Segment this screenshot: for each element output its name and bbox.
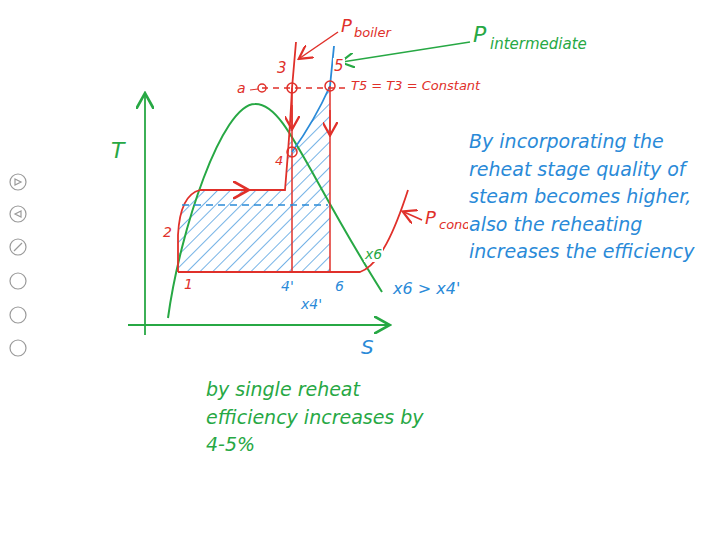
boiler-line xyxy=(178,42,296,272)
state-number: 3 xyxy=(276,60,288,77)
saturation-dome xyxy=(168,104,382,318)
state-number: 6 xyxy=(334,278,345,294)
state-number: 4 xyxy=(274,154,284,169)
s-axis xyxy=(128,324,388,326)
leader-arrow xyxy=(250,89,258,90)
dashed-line xyxy=(262,87,346,88)
expansion-line xyxy=(329,86,331,272)
axis-label: S xyxy=(360,336,375,359)
cycle-area xyxy=(178,86,330,272)
dashed-line xyxy=(182,204,328,205)
state-number: 4' xyxy=(280,278,295,294)
toolbar xyxy=(10,174,26,356)
leader-arrow xyxy=(404,212,422,220)
state-number: 5 xyxy=(333,58,345,75)
leader-arrow xyxy=(300,32,338,58)
state-points xyxy=(258,81,335,157)
pressure-label: intermediate xyxy=(489,36,588,53)
pressure-label: boiler xyxy=(353,26,392,41)
note: By incorporating the reheat stage qualit… xyxy=(468,128,698,266)
state-number: 1 xyxy=(183,276,194,292)
note: by single reheat efficiency increases by… xyxy=(205,376,447,459)
quality-note: x6 > x4' xyxy=(392,280,461,298)
state-number: 2 xyxy=(162,224,173,240)
pressure-label: P xyxy=(424,208,437,229)
expansion-line xyxy=(291,88,293,272)
quality-label: x4' xyxy=(300,296,323,312)
axis-label: T xyxy=(110,138,125,163)
flow-arrow xyxy=(291,105,293,128)
pressure-label: P xyxy=(472,22,487,47)
state-number: a xyxy=(236,80,247,96)
flow-arrow xyxy=(225,189,247,191)
pressure-label: P xyxy=(340,16,353,37)
t-axis xyxy=(144,95,146,335)
leader-arrow xyxy=(342,42,470,62)
flow-arrow xyxy=(329,110,331,134)
temperature-note: T5 = T3 = Constant xyxy=(350,79,481,94)
quality-label: x6 xyxy=(364,246,383,262)
intermediate-line xyxy=(292,46,334,152)
condenser-line xyxy=(178,190,408,272)
